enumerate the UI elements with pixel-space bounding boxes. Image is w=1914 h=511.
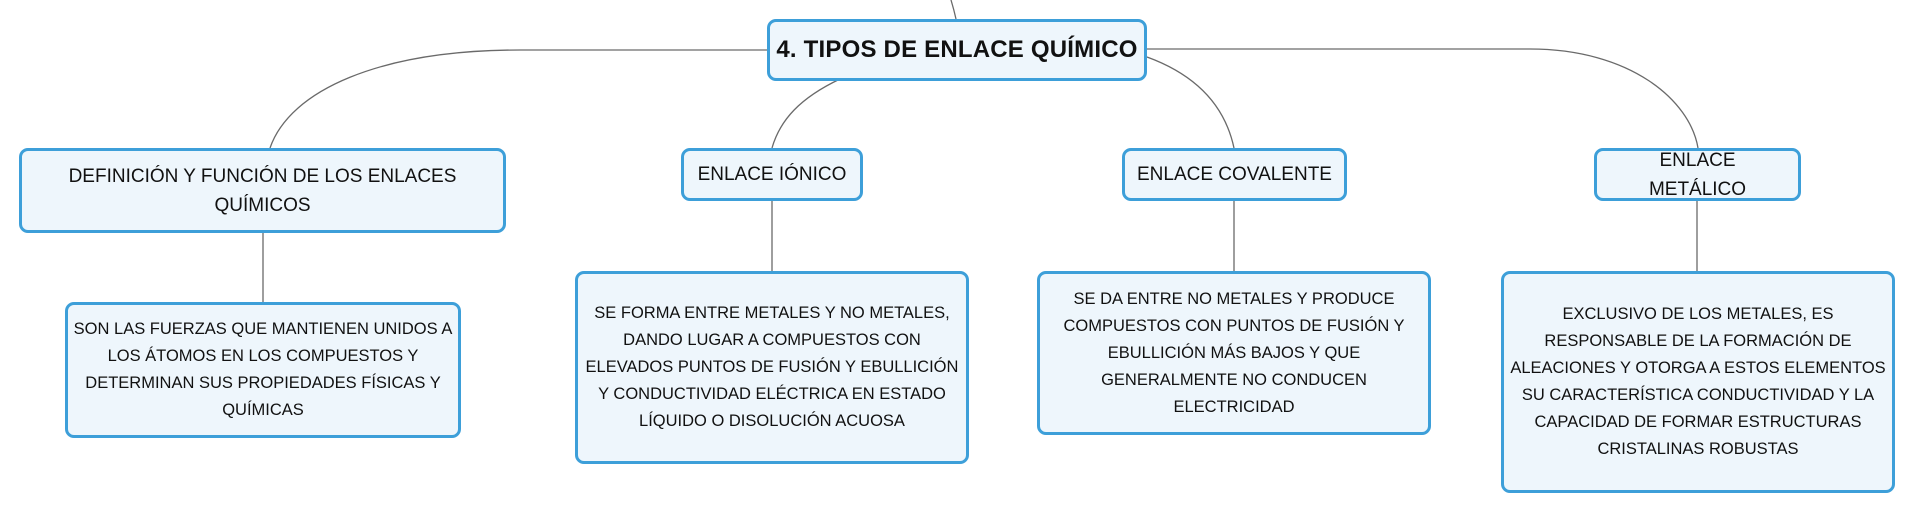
central-topic-label: 4. TIPOS DE ENLACE QUÍMICO bbox=[776, 36, 1138, 63]
topic-node-definicion[interactable]: DEFINICIÓN Y FUNCIÓN DE LOS ENLACES QUÍM… bbox=[19, 148, 506, 233]
topic-label-enlace-covalente: ENLACE COVALENTE bbox=[1137, 164, 1332, 185]
connector-central-to-ionico bbox=[771, 78, 841, 149]
detail-text-enlace-ionico: SE FORMA ENTRE METALES Y NO METALES, DAN… bbox=[585, 304, 959, 430]
connector-central-to-definicion bbox=[269, 49, 767, 149]
topic-label-enlace-metalico: ENLACE METÁLICO bbox=[1648, 149, 1747, 200]
topic-label-enlace-ionico: ENLACE IÓNICO bbox=[697, 164, 847, 185]
topic-node-enlace-covalente[interactable]: ENLACE COVALENTE bbox=[1122, 148, 1347, 201]
topic-node-enlace-metalico[interactable]: ENLACE METÁLICO bbox=[1594, 148, 1801, 201]
detail-node-enlace-ionico[interactable]: SE FORMA ENTRE METALES Y NO METALES, DAN… bbox=[575, 271, 969, 464]
detail-text-enlace-covalente: SE DA ENTRE NO METALES Y PRODUCE COMPUES… bbox=[1063, 289, 1405, 416]
detail-node-enlace-covalente[interactable]: SE DA ENTRE NO METALES Y PRODUCE COMPUES… bbox=[1037, 271, 1431, 435]
detail-text-definicion: SON LAS FUERZAS QUE MANTIENEN UNIDOS A L… bbox=[73, 320, 453, 419]
detail-text-enlace-metalico: EXCLUSIVO DE LOS METALES, ES RESPONSABLE… bbox=[1510, 305, 1886, 458]
detail-node-enlace-metalico[interactable]: EXCLUSIVO DE LOS METALES, ES RESPONSABLE… bbox=[1501, 271, 1895, 493]
connector-parent-to-central bbox=[950, 0, 957, 20]
connector-central-to-covalente bbox=[1146, 56, 1235, 149]
central-topic-node[interactable]: 4. TIPOS DE ENLACE QUÍMICO bbox=[767, 19, 1147, 81]
topic-node-enlace-ionico[interactable]: ENLACE IÓNICO bbox=[681, 148, 863, 201]
connector-central-to-metalico bbox=[1147, 48, 1699, 149]
detail-node-definicion[interactable]: SON LAS FUERZAS QUE MANTIENEN UNIDOS A L… bbox=[65, 302, 461, 438]
topic-label-definicion: DEFINICIÓN Y FUNCIÓN DE LOS ENLACES QUÍM… bbox=[68, 165, 457, 216]
